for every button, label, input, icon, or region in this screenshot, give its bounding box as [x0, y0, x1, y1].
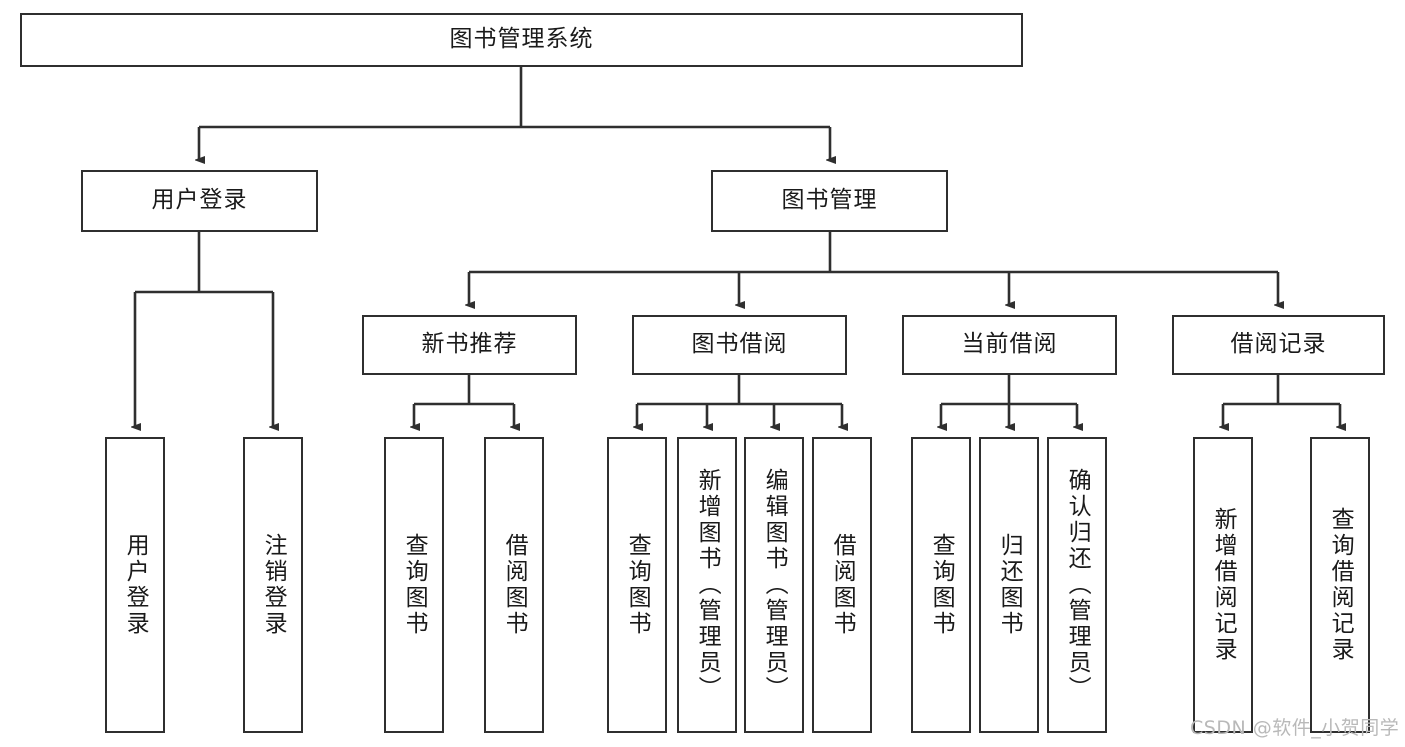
node-current-borrow[interactable]: 当前借阅 [902, 315, 1117, 375]
node-new-book-recommend-label: 新书推荐 [421, 331, 518, 358]
leaf-label: 确认归还（管理员） [1064, 468, 1091, 702]
node-borrow-record[interactable]: 借阅记录 [1172, 315, 1385, 375]
leaf-label: 新增借阅记录 [1210, 507, 1237, 663]
node-book-borrow[interactable]: 图书借阅 [632, 315, 847, 375]
node-root-label: 图书管理系统 [449, 26, 594, 53]
node-borrow-record-label: 借阅记录 [1230, 331, 1327, 358]
leaf-borrow-record-add[interactable]: 新增借阅记录 [1193, 437, 1253, 733]
leaf-book-borrow-add[interactable]: 新增图书（管理员） [677, 437, 737, 733]
node-book-borrow-label: 图书借阅 [691, 331, 788, 358]
node-new-book-recommend[interactable]: 新书推荐 [362, 315, 577, 375]
node-user-login-label: 用户登录 [151, 187, 248, 214]
leaf-book-borrow-borrow[interactable]: 借阅图书 [812, 437, 872, 733]
leaf-label: 注销登录 [260, 533, 287, 637]
leaf-book-borrow-edit[interactable]: 编辑图书（管理员） [744, 437, 804, 733]
node-user-login[interactable]: 用户登录 [81, 170, 318, 232]
node-book-management-label: 图书管理 [781, 187, 878, 214]
leaf-current-borrow-return[interactable]: 归还图书 [979, 437, 1039, 733]
leaf-label: 用户登录 [122, 533, 149, 637]
leaf-new-book-borrow[interactable]: 借阅图书 [484, 437, 544, 733]
leaf-user-login-logout[interactable]: 注销登录 [243, 437, 303, 733]
leaf-label: 借阅图书 [829, 533, 856, 637]
leaf-current-borrow-confirm-return[interactable]: 确认归还（管理员） [1047, 437, 1107, 733]
leaf-borrow-record-query[interactable]: 查询借阅记录 [1310, 437, 1370, 733]
node-root[interactable]: 图书管理系统 [20, 13, 1023, 67]
leaf-label: 归还图书 [996, 533, 1023, 637]
node-book-management[interactable]: 图书管理 [711, 170, 948, 232]
leaf-book-borrow-query[interactable]: 查询图书 [607, 437, 667, 733]
watermark: CSDN @软件_小贺同学 [1190, 717, 1400, 739]
leaf-label: 新增图书（管理员） [694, 468, 721, 702]
leaf-label: 查询图书 [928, 533, 955, 637]
leaf-label: 编辑图书（管理员） [761, 468, 788, 702]
leaf-label: 查询图书 [624, 533, 651, 637]
leaf-new-book-query[interactable]: 查询图书 [384, 437, 444, 733]
leaf-label: 借阅图书 [501, 533, 528, 637]
node-current-borrow-label: 当前借阅 [961, 331, 1058, 358]
leaf-current-borrow-query[interactable]: 查询图书 [911, 437, 971, 733]
leaf-label: 查询图书 [401, 533, 428, 637]
leaf-label: 查询借阅记录 [1327, 507, 1354, 663]
leaf-user-login-login[interactable]: 用户登录 [105, 437, 165, 733]
